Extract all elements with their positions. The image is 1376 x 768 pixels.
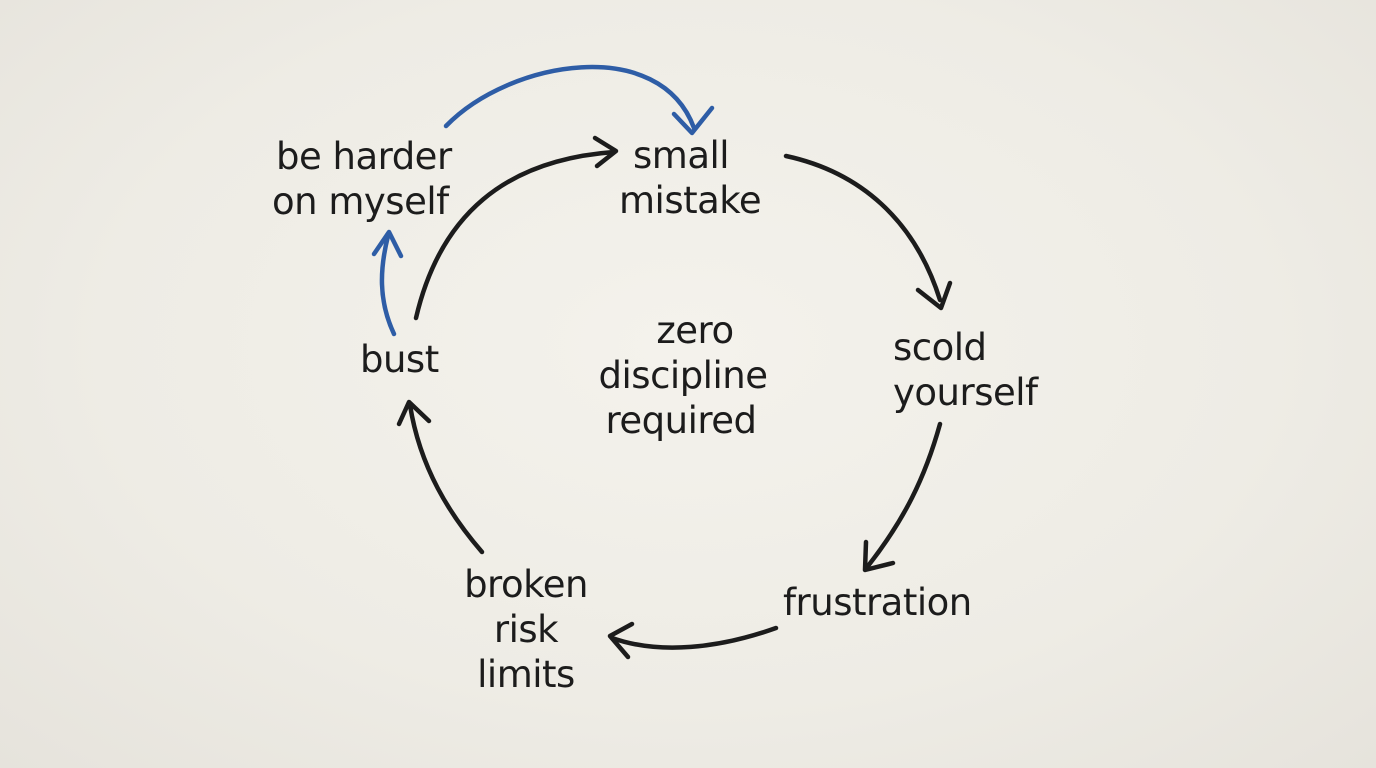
blue-arrow-bust-to-harder <box>379 233 397 337</box>
node-broken-risk-limits-line-3: limits <box>477 653 575 696</box>
center-note-line-1: zero <box>656 309 734 352</box>
arrow-frustration-to-broken <box>609 625 779 650</box>
arrow-bust-to-mistake <box>413 149 617 321</box>
arrowhead-bust-to-mistake <box>592 135 619 169</box>
blue-arrow-harder-to-mistake <box>443 64 697 131</box>
arrowhead-broken-to-bust <box>396 399 432 427</box>
node-be-harder-on-myself: be harder on myself <box>272 134 452 224</box>
node-broken-risk-limits-line-1: broken <box>464 563 588 606</box>
node-bust-line-1: bust <box>360 338 439 381</box>
blue-arrowhead-bust-to-harder <box>371 229 404 259</box>
node-broken-risk-limits: broken risk limits <box>448 562 604 697</box>
node-be-harder-line-1: be harder <box>276 135 452 178</box>
arrowhead-scold-to-frustration <box>862 539 896 573</box>
node-be-harder-line-2: on myself <box>272 180 449 223</box>
node-broken-risk-limits-line-2: risk <box>493 608 559 651</box>
blue-arrowhead-harder-to-mistake <box>671 105 715 136</box>
node-frustration-line-1: frustration <box>783 581 972 624</box>
center-note: zero discipline required <box>575 308 791 443</box>
arrow-mistake-to-scold <box>783 153 943 303</box>
node-small-mistake: small mistake <box>619 133 762 223</box>
center-note-line-3: required <box>605 399 757 442</box>
node-bust: bust <box>360 337 439 382</box>
arrowhead-frustration-to-broken <box>607 621 635 660</box>
node-scold-yourself-line-1: scold <box>893 326 987 369</box>
node-frustration: frustration <box>783 580 972 625</box>
center-note-line-2: discipline <box>598 354 768 397</box>
arrow-scold-to-frustration <box>865 421 943 569</box>
node-scold-yourself: scold yourself <box>893 325 1038 415</box>
node-small-mistake-line-1: small <box>633 134 730 177</box>
arrowhead-mistake-to-scold <box>915 280 953 311</box>
node-scold-yourself-line-2: yourself <box>893 371 1038 414</box>
arrow-broken-to-bust <box>407 402 485 555</box>
node-small-mistake-line-2: mistake <box>619 179 762 222</box>
